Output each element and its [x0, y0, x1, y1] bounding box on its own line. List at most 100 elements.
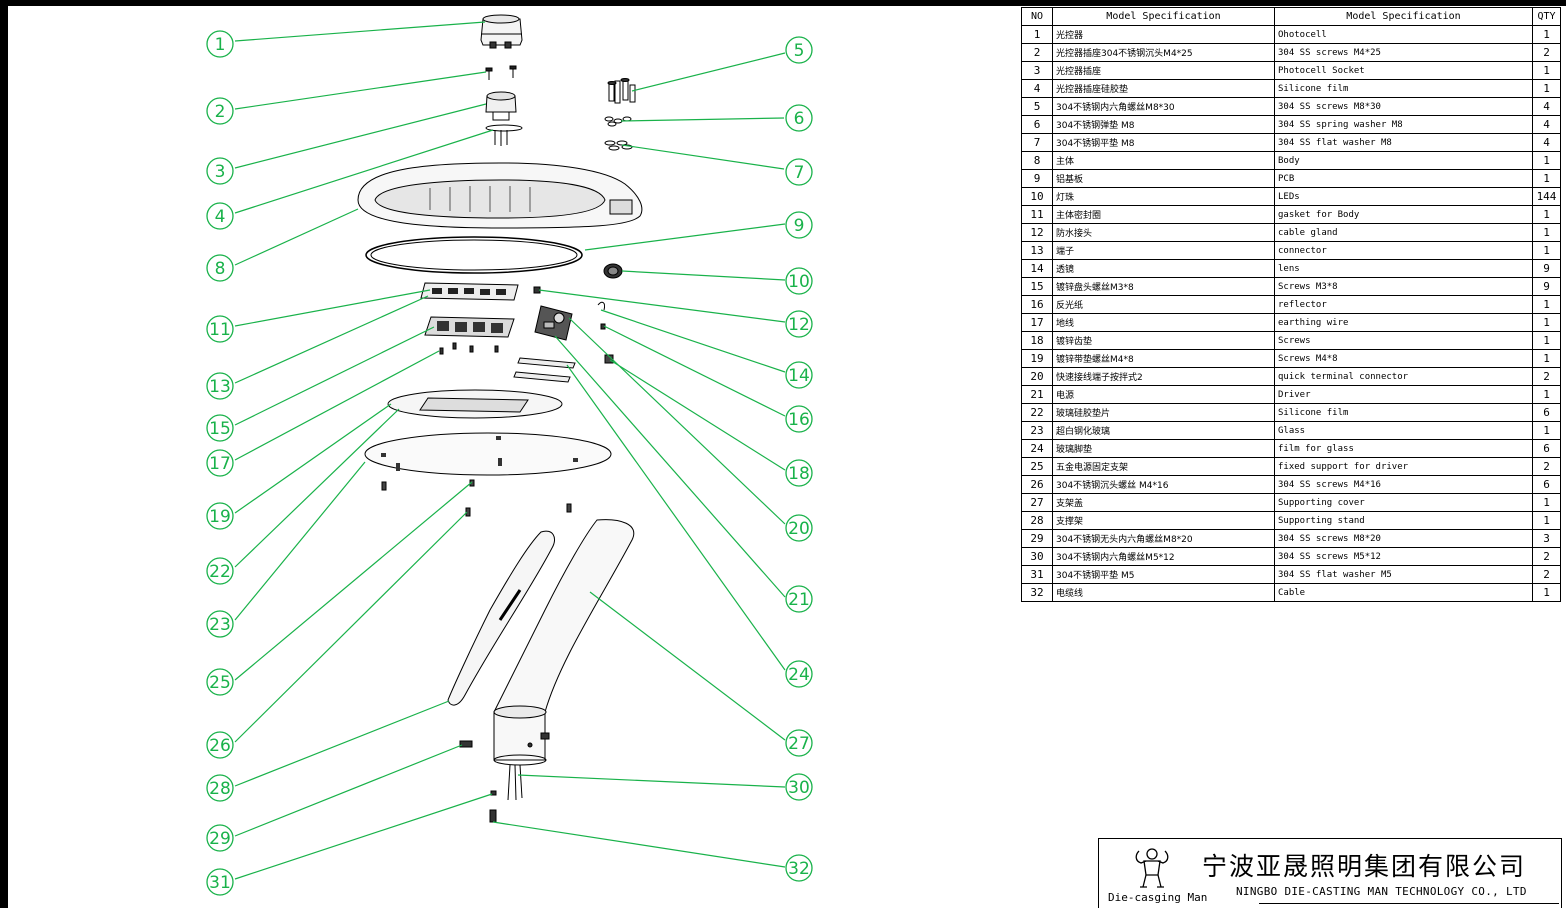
callout-circle	[785, 158, 813, 186]
callout-circle	[206, 668, 234, 696]
qty-cell: 6	[1532, 475, 1561, 494]
callout-circle	[206, 315, 234, 343]
spec-en-cell: Ohotocell	[1274, 25, 1533, 44]
callout-label: 2	[215, 102, 226, 122]
spec-en-cell: Screws	[1274, 331, 1533, 350]
row-number-cell: 18	[1021, 331, 1053, 350]
spec-cn-cell: 电缆线	[1052, 583, 1275, 602]
row-number-cell: 1	[1021, 25, 1053, 44]
row-number-cell: 6	[1021, 115, 1053, 134]
spec-cn-cell: 光控器	[1052, 25, 1275, 44]
callout-8: 8	[206, 254, 234, 282]
callout-19: 19	[206, 502, 234, 530]
brand-name: Die-casging Man	[1108, 891, 1208, 904]
spec-cn-cell: 光控器插座	[1052, 61, 1275, 80]
callout-circle	[206, 868, 234, 896]
exploded-view-drawing: 1234567891011121314151617181920212223242…	[206, 14, 813, 896]
m4-screw-part	[604, 354, 614, 364]
callout-14: 14	[785, 361, 813, 389]
qty-cell: 1	[1532, 223, 1561, 242]
row-number-cell: 14	[1021, 259, 1053, 278]
callout-31: 31	[206, 868, 234, 896]
callout-label: 23	[209, 615, 231, 635]
callout-1: 1	[206, 30, 234, 58]
callout-circle	[785, 267, 813, 295]
spec-cn-cell: 304不锈钢内六角螺丝M5*12	[1052, 547, 1275, 566]
callout-3: 3	[206, 157, 234, 185]
callout-label: 4	[215, 207, 226, 227]
spec-en-cell: 304 SS screws M4*16	[1274, 475, 1533, 494]
callout-5: 5	[785, 36, 813, 64]
callout-label: 28	[209, 779, 231, 799]
row-number-cell: 31	[1021, 565, 1053, 584]
header-no: NO	[1021, 7, 1053, 26]
spec-en-cell: Screws M4*8	[1274, 349, 1533, 368]
qty-cell: 1	[1532, 61, 1561, 80]
spec-en-cell: lens	[1274, 259, 1533, 278]
spec-cn-cell: 透镜	[1052, 259, 1275, 278]
row-number-cell: 2	[1021, 43, 1053, 62]
cable-part	[507, 764, 523, 801]
callout-circle	[206, 30, 234, 58]
callout-circle	[206, 824, 234, 852]
spec-cn-cell: 主体	[1052, 151, 1275, 170]
callout-circle	[206, 731, 234, 759]
row-number-cell: 32	[1021, 583, 1053, 602]
spec-en-cell: PCB	[1274, 169, 1533, 188]
bill-of-materials-table: NO Model Specification Model Specificati…	[1021, 7, 1561, 602]
pcb-part	[420, 282, 519, 301]
callout-label: 21	[788, 590, 810, 610]
spec-en-cell: 304 SS flat washer M8	[1274, 133, 1533, 152]
qty-cell: 2	[1532, 547, 1561, 566]
callout-circle	[785, 36, 813, 64]
callout-label: 25	[209, 673, 231, 693]
qty-cell: 4	[1532, 115, 1561, 134]
callout-circle	[206, 157, 234, 185]
callout-circle	[206, 97, 234, 125]
spec-cn-cell: 玻璃硅胶垫片	[1052, 403, 1275, 422]
callout-9: 9	[785, 211, 813, 239]
callout-circle	[206, 202, 234, 230]
spec-en-cell: Body	[1274, 151, 1533, 170]
callout-circle	[785, 854, 813, 882]
cable-gland-part	[603, 263, 623, 279]
row-number-cell: 25	[1021, 457, 1053, 476]
header-spec-en: Model Specification	[1274, 7, 1533, 26]
callout-label: 12	[788, 315, 810, 335]
callout-25: 25	[206, 668, 234, 696]
m8-screws-part	[607, 78, 636, 104]
m5-screw-part	[489, 809, 497, 823]
qty-cell: 2	[1532, 43, 1561, 62]
spec-cn-cell: 快速接线端子按拌式2	[1052, 367, 1275, 386]
socket-screws-part	[485, 65, 517, 80]
callout-label: 18	[788, 464, 810, 484]
callout-label: 16	[788, 410, 810, 430]
row-number-cell: 19	[1021, 349, 1053, 368]
callout-circle	[206, 610, 234, 638]
row-number-cell: 10	[1021, 187, 1053, 206]
callout-circle	[206, 502, 234, 530]
spec-en-cell: connector	[1274, 241, 1533, 260]
spec-en-cell: 304 SS screws M4*25	[1274, 43, 1533, 62]
lens-part	[424, 316, 515, 338]
spec-en-cell: Screws M3*8	[1274, 277, 1533, 296]
spec-cn-cell: 防水接头	[1052, 223, 1275, 242]
callout-circle	[206, 449, 234, 477]
spec-en-cell: 304 SS screws M8*20	[1274, 529, 1533, 548]
spec-cn-cell: 镀锌齿垫	[1052, 331, 1275, 350]
qty-cell: 9	[1532, 259, 1561, 278]
callout-label: 9	[794, 216, 805, 236]
callout-label: 3	[215, 162, 226, 182]
